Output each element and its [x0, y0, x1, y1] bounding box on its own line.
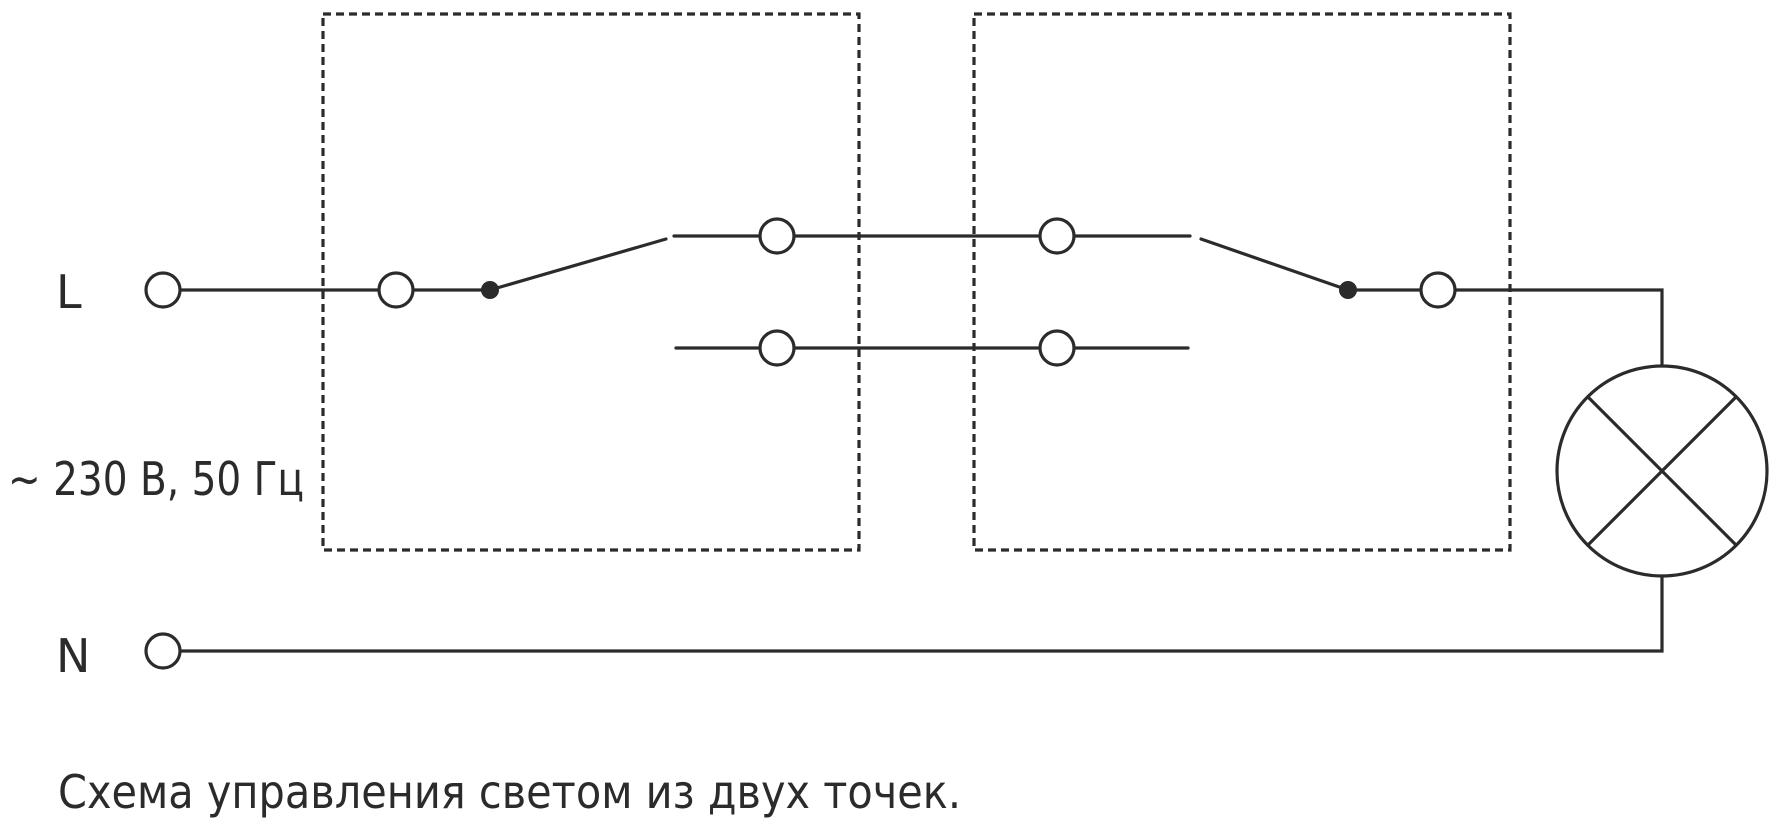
switch-2-pivot: [1339, 281, 1357, 299]
switch-1-pivot: [481, 281, 499, 299]
switch-1-common-terminal: [377, 271, 415, 309]
lamp-feed-wire: [1453, 288, 1664, 368]
switch-1-blade: [488, 237, 668, 292]
switch-2-common-terminal: [1419, 271, 1457, 309]
switch-2-traveler-2-terminal: [1038, 329, 1076, 367]
switch-2-blade: [1199, 237, 1350, 292]
lamp-icon: [1555, 364, 1769, 578]
terminal-N: [144, 632, 182, 670]
supply-label: ~ 230 В, 50 Гц: [8, 452, 304, 506]
terminal-L: [144, 271, 182, 309]
neutral-wire: [178, 574, 1664, 653]
switch-1-enclosure: [321, 12, 861, 552]
diagram-caption: Схема управления светом из двух точек.: [58, 765, 961, 819]
switch-1-traveler-1-terminal: [758, 217, 796, 255]
switch-1-traveler-2-terminal: [758, 329, 796, 367]
switch-2-enclosure: [972, 12, 1512, 552]
neutral-label: N: [56, 629, 90, 683]
switch-2-traveler-1-terminal: [1038, 217, 1076, 255]
phase-label: L: [56, 265, 82, 319]
